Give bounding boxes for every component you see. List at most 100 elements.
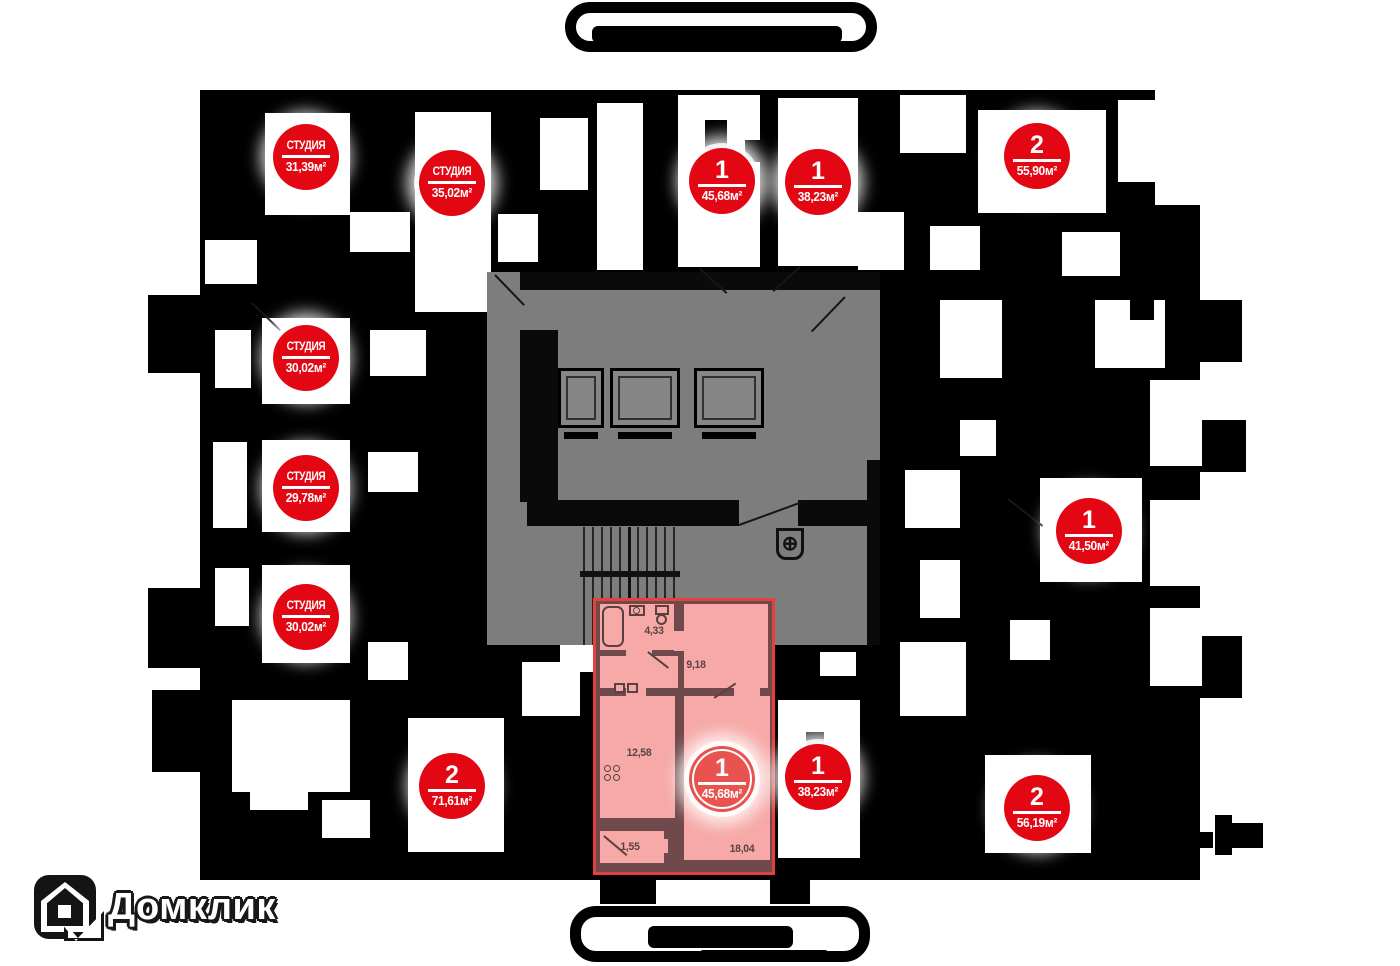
badge-type-label: СТУДИЯ [286,340,326,353]
badge-area-label: 41,50м² [1068,538,1110,554]
elevator-cab [618,376,672,420]
bottom-balcony-railing-2 [700,950,828,956]
wall-fragment [302,542,324,556]
room-area [820,652,856,676]
core-wall [520,330,558,502]
door-gap [734,687,760,699]
room-area [960,420,996,456]
badge-area-label: 71,61м² [431,793,473,809]
room-hallway [600,656,678,688]
badge-divider [793,185,843,188]
electric-panel-icon [627,683,638,693]
brand-name: Домклик [108,885,276,928]
badge-type-label: СТУДИЯ [286,139,326,152]
badge-area-label: 38,23м² [797,784,839,800]
badge-type-label: 2 [1030,130,1044,159]
room-area [920,560,960,618]
apartment-badge-1room-41-50[interactable]: 1 41,50м² [1056,498,1122,564]
room-area [370,330,426,376]
elevator-door-sill [702,432,756,439]
wall-fragment [322,262,340,276]
room-area [1155,90,1200,205]
room-area [498,214,538,262]
wall-fragment [302,416,326,432]
badge-divider [697,782,747,785]
stair-divider [628,527,631,645]
room-area [350,212,410,252]
wall-segment [1200,420,1246,472]
wall-segment [148,295,200,373]
wall-fragment [240,135,260,175]
room-area [900,95,966,153]
apartment-badge-studio-35-02[interactable]: СТУДИЯ 35,02м² [419,150,485,216]
toilet-bowl-icon [656,614,667,625]
room-area [900,642,966,716]
badge-divider [1012,159,1062,162]
room-area [1062,232,1120,276]
wall-fragment [705,120,727,150]
room-area [205,240,257,284]
bottom-balcony-railing [648,926,793,948]
room-area [1150,500,1202,586]
wall-segment [1196,636,1242,698]
badge-type-label: СТУДИЯ [432,165,472,178]
badge-area-label: 45,68м² [701,786,743,802]
domclick-house-icon [34,875,104,941]
badge-divider [427,181,477,184]
apartment-badge-1room-45-68[interactable]: 1 45,68м² [689,746,755,812]
door-gap [674,631,686,651]
elevator-cab [702,376,756,420]
badge-type-label: 1 [811,751,825,780]
badge-area-label: 56,19м² [1016,815,1058,831]
apartment-badge-studio-30-02[interactable]: СТУДИЯ 30,02м² [273,325,339,391]
room-area [215,330,251,388]
room-area [368,642,408,680]
badge-area-label: 35,02м² [431,185,473,201]
badge-type-label: 1 [715,753,729,782]
room-area [250,762,308,810]
badge-area-label: 38,23м² [797,189,839,205]
badge-area-label: 30,02м² [285,619,327,635]
core-wall [520,272,880,290]
badge-area-label: 29,78м² [285,490,327,506]
door-gap [652,839,668,853]
apartment-badge-studio-30-02[interactable]: СТУДИЯ 30,02м² [273,584,339,650]
elevator-door-sill [564,432,598,439]
room-area-label-hallway: 9,18 [686,659,706,671]
badge-type-label: СТУДИЯ [286,599,326,612]
stove-burner [604,765,611,772]
stove-burner [613,765,620,772]
wall-fragment [745,140,763,162]
elevator-cab [566,376,596,420]
top-balcony-railing [592,26,842,43]
apartment-badge-1room-38-23[interactable]: 1 38,23м² [785,744,851,810]
room-area [597,103,643,270]
stove-burner [613,774,620,781]
room-area-label-loggia: 1,55 [620,841,640,853]
badge-type-label: 1 [1082,505,1096,534]
wall-fragment [1036,232,1054,246]
door-gap [626,645,652,659]
elevator-1 [558,368,604,428]
room-area [540,118,588,190]
bathtub-icon [602,606,624,647]
house-icon-window [58,905,71,918]
room-area [1010,620,1050,660]
badge-area-label: 30,02м² [285,360,327,376]
waste-chute-icon: ⊕ [776,528,804,560]
room-area [215,568,249,626]
badge-area-label: 45,68м² [701,188,743,204]
elevator-door-sill [618,432,672,439]
badge-type-label: 1 [715,155,729,184]
badge-divider [1064,534,1114,537]
badge-divider [427,789,477,792]
room-area [930,226,980,270]
apartment-badge-1room-45-68[interactable]: 1 45,68м² [689,148,755,214]
